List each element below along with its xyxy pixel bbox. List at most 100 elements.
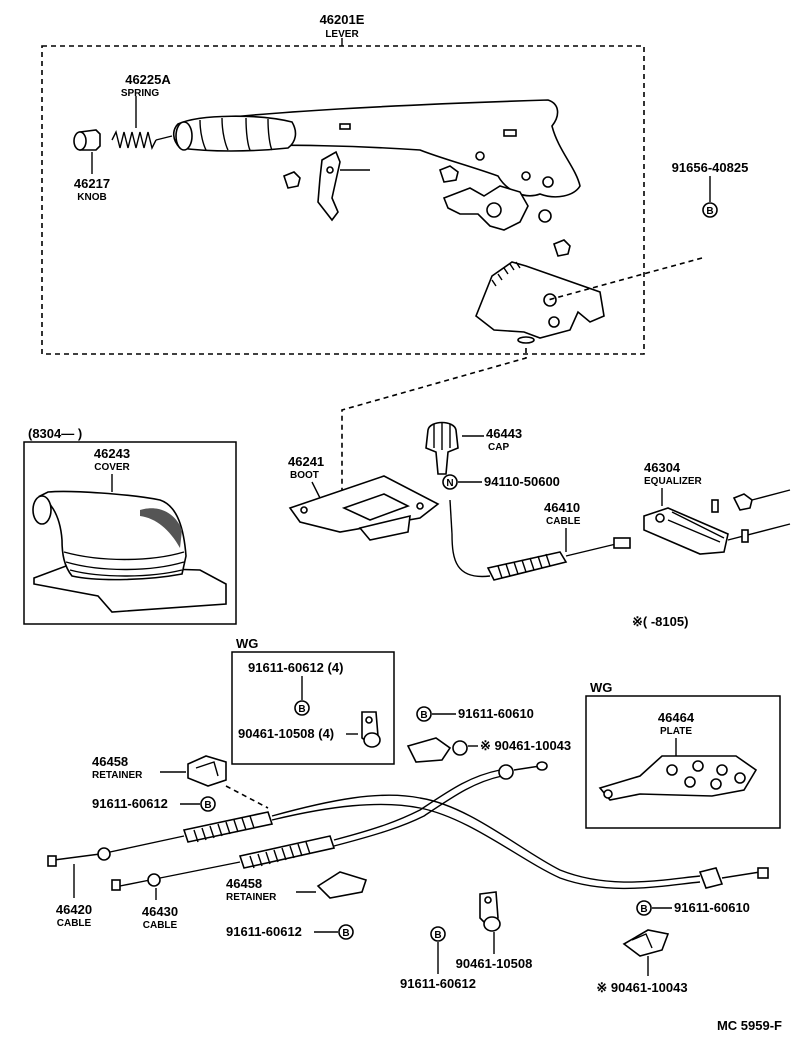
mid-clamp-part-number: ※ 90461-10043 [480, 738, 571, 753]
lever-slot [503, 129, 517, 137]
bolt-bottom-left-mark: B [342, 928, 349, 939]
cable-46420-wire-1 [109, 835, 185, 853]
bracket-teeth [491, 261, 521, 287]
pawl [317, 150, 341, 222]
date-note: ※( -8105) [632, 614, 688, 629]
equalizer-pin-2 [711, 499, 719, 513]
bolt-bottom-mid-part-number: 91611-60612 [400, 976, 476, 991]
cable-46420-right-wire [721, 871, 761, 879]
plate-end-hole [603, 789, 613, 799]
lever-group: 46201E LEVER 46225A SPRING 46217 KNOB [41, 12, 749, 355]
ratchet-plate [442, 185, 529, 231]
cover-box [23, 441, 237, 625]
rear-cables-group: 46458 RETAINER 91611-60612 B 46420 CABLE [47, 754, 769, 995]
boot-slot [341, 493, 411, 521]
cable-46420-main [271, 794, 701, 883]
cover-name: COVER [94, 462, 130, 473]
wg-left-bolt-symbol [294, 700, 310, 716]
cable-46430-sheath [238, 835, 336, 869]
clamp-bottom-loop [483, 916, 501, 932]
equalizer-group: 46304 EQUALIZER ※( -8105) [632, 460, 791, 629]
cable-46420-ribs [193, 815, 255, 843]
cable-46420-end-clip [47, 855, 57, 867]
cable-46430-name: CABLE [143, 920, 178, 931]
equalizer-hole [655, 513, 665, 523]
mid-bolt-mark: B [420, 710, 427, 721]
bolt-left-symbol [200, 796, 216, 812]
equalizer-pin [741, 529, 749, 543]
retainer-top-detail [195, 761, 219, 777]
lever-hole-2 [521, 171, 531, 181]
cable-46420-part-number: 46420 [56, 902, 92, 917]
equalizer-nut [732, 493, 753, 511]
bolt-bottom-mid-mark: B [434, 930, 441, 941]
cable-46420-right-end [757, 867, 769, 879]
wg-left-bolt-mark: B [298, 704, 305, 715]
retainer-bottom-part-number: 46458 [226, 876, 262, 891]
equalizer-part-number: 46304 [644, 460, 681, 475]
cable-46420-name: CABLE [57, 918, 92, 929]
nut-mark: N [446, 478, 453, 489]
cable-46410-fitting [613, 537, 631, 549]
plate-name: PLATE [660, 726, 692, 737]
equalizer-lines [667, 511, 725, 543]
retainer-top-name: RETAINER [92, 770, 143, 781]
pawl-hole [326, 166, 334, 174]
cable-46430-right-nut [498, 764, 514, 780]
wg-left-clamp-loop [363, 732, 381, 748]
boot-leader [311, 481, 321, 499]
boot-name: BOOT [290, 470, 319, 481]
lever-bracket [475, 261, 605, 339]
cover-part-number: 46243 [94, 446, 130, 461]
knob-part-number: 46217 [74, 176, 110, 191]
cap-part-number: 46443 [486, 426, 522, 441]
pivot-pin [553, 239, 571, 257]
retainer-bottom [316, 871, 368, 899]
knob-face [73, 131, 87, 151]
equalizer-rod-lower [727, 523, 791, 541]
retainer-top-dashed-leader [225, 785, 269, 809]
retainer-top-part-number: 46458 [92, 754, 128, 769]
nut-symbol [442, 474, 458, 490]
cover-opening [32, 495, 52, 525]
cable-46420-main-2 [271, 803, 701, 890]
wg-left-clamp-part-number: 90461-10508 (4) [238, 726, 334, 741]
wg-left-title: WG [236, 636, 258, 651]
cable-46430-right-wire [513, 765, 541, 771]
cable-46410-sheath [486, 551, 568, 581]
boot-hole-1 [300, 506, 308, 514]
retainer-top [187, 755, 227, 787]
cable-46410-rod [449, 499, 453, 535]
cap-name: CAP [488, 442, 509, 453]
wg-right-box [585, 695, 781, 829]
cable-46410-wire [451, 533, 491, 578]
cap-group: 46443 CAP N 94110-50600 [425, 421, 560, 490]
boot-part-number: 46241 [288, 454, 324, 469]
mid-clamp [406, 737, 452, 763]
bracket-to-boot-dashed-line [341, 348, 527, 510]
mid-bolt-symbol [416, 706, 432, 722]
bolt-right-mark: B [640, 904, 647, 915]
spring [111, 129, 157, 151]
washer [538, 209, 552, 223]
cable-46410-end [565, 543, 617, 557]
plate [598, 755, 758, 801]
bracket-foot [517, 336, 535, 344]
plate-hole-2 [692, 760, 704, 772]
boot-underside [358, 514, 411, 541]
lever-bolt-part-number: 91656-40825 [672, 160, 749, 175]
mid-clamp-nut [452, 740, 468, 756]
clamp-bottom-hole [484, 896, 492, 904]
plate-hole-5 [710, 778, 722, 790]
cover-shading [140, 508, 182, 548]
lever-mark [339, 123, 351, 130]
lever-name: LEVER [325, 29, 359, 40]
wg-right-title: WG [590, 680, 612, 695]
cable-46430-end-nut [147, 873, 161, 887]
mid-bolt-part-number: 91611-60610 [458, 706, 534, 721]
bolt-left-part-number: 91611-60612 [92, 796, 168, 811]
plate-hole-4 [684, 776, 696, 788]
cable-46430-main [333, 769, 501, 841]
bracket-hole-2 [548, 316, 560, 328]
boot-group: 46241 BOOT [288, 454, 440, 541]
